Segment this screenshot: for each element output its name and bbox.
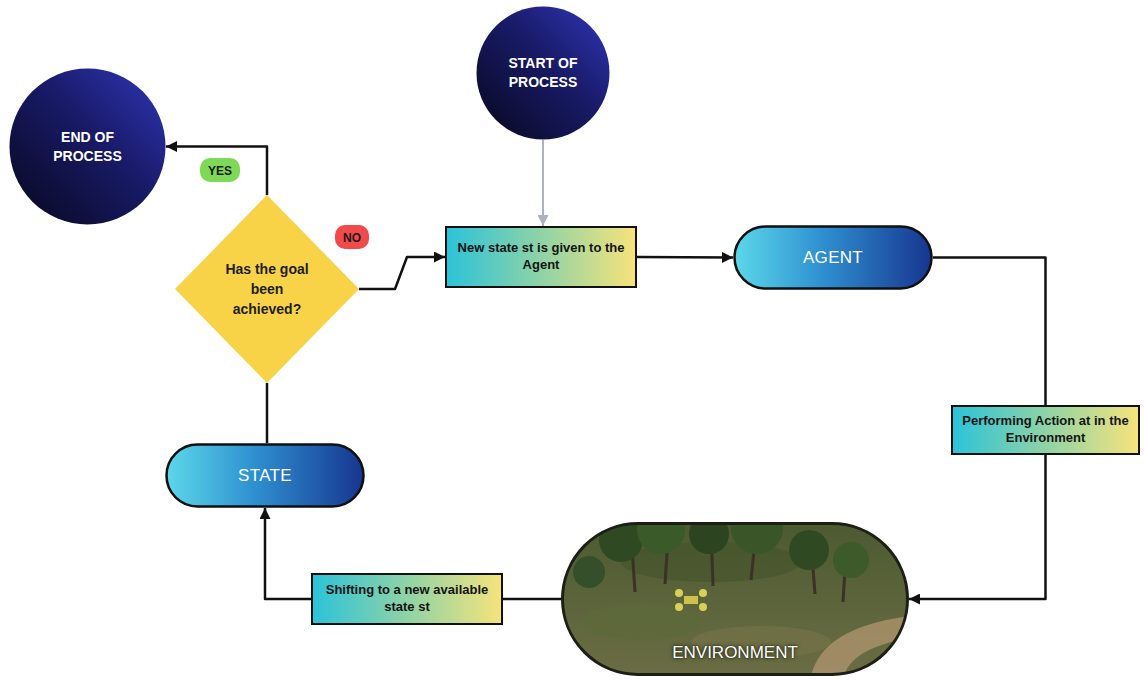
flow-connector	[933, 258, 1046, 406]
node-label: Shifting to a new available state st	[313, 579, 501, 619]
diamond-shape	[175, 195, 359, 383]
decision-diamond: Has the goal been achieved?	[175, 195, 359, 383]
edge-label-badge: NO	[335, 225, 369, 249]
flow-connector	[265, 508, 311, 599]
tree-canopy	[731, 524, 783, 555]
node-label: Has the goal been achieved?	[223, 259, 311, 320]
drone-rotor	[699, 589, 707, 597]
drone-body	[684, 596, 698, 604]
state-pill: STATE	[165, 443, 365, 508]
flow-connector	[266, 383, 269, 443]
node-label: STATE	[238, 466, 292, 486]
tree-canopy	[789, 530, 829, 570]
flow-connector	[166, 147, 267, 196]
node-outline	[9, 68, 166, 225]
process-box: Shifting to a new available state st	[311, 573, 503, 625]
flow-connector	[542, 140, 544, 226]
edge-label: YES	[208, 164, 232, 178]
process-box: New state st is given to the Agent	[445, 226, 637, 288]
tree-canopy	[573, 556, 605, 588]
circle-shape	[477, 7, 610, 140]
edge-label-badge: YES	[200, 158, 240, 182]
flow-connector	[503, 598, 561, 601]
edge-label: NO	[343, 231, 361, 245]
tree-canopies	[573, 524, 869, 589]
terrain-scene	[563, 524, 908, 675]
flow-connector	[359, 257, 445, 289]
tree-canopy	[833, 542, 869, 578]
drone-rotor	[675, 603, 683, 611]
flow-connector	[909, 455, 1046, 599]
environment-pill: ENVIRONMENT	[561, 522, 909, 676]
tree-canopy	[689, 524, 729, 555]
grass-patch	[581, 604, 701, 640]
pill-shape	[167, 445, 364, 507]
node-label: Performing Action at in the Environment	[953, 410, 1138, 450]
flow-connector	[637, 256, 733, 259]
node-label: END OF PROCESS	[43, 128, 133, 166]
node-label: START OF PROCESS	[498, 54, 588, 92]
node-outline	[476, 6, 610, 140]
pill-shape	[735, 227, 932, 289]
start-circle: START OF PROCESS	[476, 6, 610, 140]
node-label: New state st is given to the Agent	[447, 237, 635, 277]
node-label: AGENT	[803, 248, 863, 268]
drone-rotor	[675, 589, 683, 597]
circle-shape	[10, 69, 166, 225]
drone-rotor	[699, 603, 707, 611]
end-circle: END OF PROCESS	[9, 68, 166, 225]
tree-canopy	[637, 524, 685, 555]
agent-pill: AGENT	[733, 225, 933, 290]
process-box: Performing Action at in the Environment	[951, 405, 1140, 455]
drone	[675, 589, 707, 611]
node-label: ENVIRONMENT	[672, 643, 798, 676]
